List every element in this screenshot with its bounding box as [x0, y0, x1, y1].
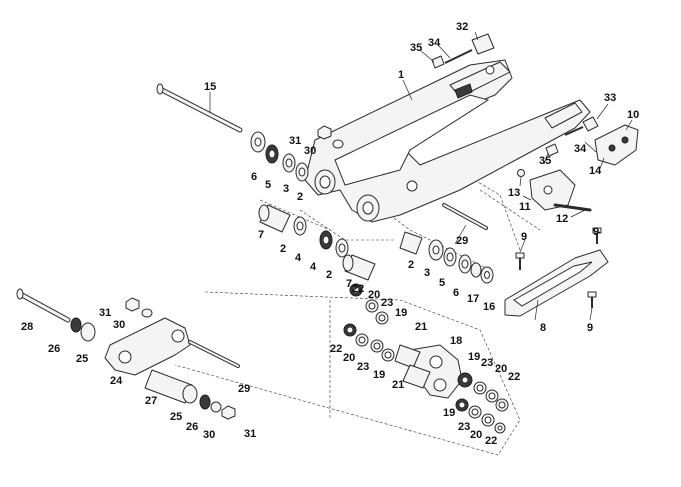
callout-label: 3 [424, 267, 430, 279]
callout-label: 3 [283, 183, 289, 195]
callout-label: 22 [352, 283, 364, 295]
pivot-bearing-stack-right [399, 231, 494, 284]
callout-label: 23 [458, 421, 470, 433]
callout-label: 22 [330, 343, 342, 355]
callout-label: 7 [258, 229, 264, 241]
connecting-rod [104, 317, 191, 376]
callout-label: 19 [468, 351, 480, 363]
linkage-axle-bolt [16, 288, 96, 342]
callout-label: 2 [297, 191, 303, 203]
callout-label: 2 [408, 259, 414, 271]
chain-slider [504, 227, 609, 317]
callout-label: 21 [415, 321, 427, 333]
callout-label: 22 [485, 435, 497, 447]
callout-label: 28 [21, 321, 33, 333]
callout-label: 11 [519, 201, 531, 213]
chain-adjuster-right [545, 116, 639, 166]
callout-label: 14 [589, 165, 602, 177]
relay-arm [394, 344, 463, 399]
linkage-upper-nut-washer [125, 297, 153, 318]
callout-label: 1 [398, 69, 404, 81]
linkage-collar [144, 369, 236, 420]
swingarm [304, 59, 591, 223]
callout-label: 2 [280, 243, 286, 255]
callout-label: 10 [627, 109, 639, 121]
callout-label: 21 [392, 379, 404, 391]
callout-label: 5 [439, 277, 445, 289]
callout-label: 26 [48, 343, 60, 355]
relay-bearings-lower [455, 372, 509, 434]
callout-label: 20 [343, 352, 355, 364]
callout-label: 20 [470, 429, 482, 441]
callout-label: 31 [99, 307, 111, 319]
callout-label: 7 [346, 278, 352, 290]
callout-label: 30 [113, 319, 125, 331]
callout-label: 19 [443, 407, 455, 419]
callout-label: 31 [244, 428, 256, 440]
swingarm-bolt [442, 203, 488, 230]
linkage-nut-upper [317, 125, 344, 149]
callout-label: 4 [295, 252, 302, 264]
callout-label: 26 [186, 421, 198, 433]
linkage-bolt-lower [188, 340, 240, 368]
callout-label: 23 [357, 361, 369, 373]
callout-label: 5 [265, 179, 271, 191]
callout-label: 19 [373, 369, 385, 381]
callout-label: 8 [540, 322, 546, 334]
pivot-axle [156, 83, 243, 133]
callout-label: 9 [593, 226, 599, 238]
callout-label: 23 [381, 297, 393, 309]
callout-label: 30 [203, 429, 215, 441]
callout-label: 20 [368, 289, 380, 301]
chain-adjuster-left [431, 33, 495, 69]
callout-label: 34 [574, 143, 587, 155]
chain-guide-bracket [517, 169, 592, 212]
callout-label: 20 [495, 363, 507, 375]
callout-label: 12 [556, 213, 568, 225]
callout-label: 24 [110, 375, 123, 387]
callout-label: 16 [483, 301, 495, 313]
callout-label: 35 [539, 155, 551, 167]
callout-label: 32 [456, 21, 468, 33]
callout-label: 9 [521, 231, 527, 243]
callout-label: 19 [395, 307, 407, 319]
callout-label: 17 [467, 293, 479, 305]
leader-lines [209, 31, 633, 321]
pivot-collars-left [258, 204, 376, 281]
callout-label: 22 [508, 371, 520, 383]
callout-label: 29 [456, 235, 468, 247]
callout-label: 15 [204, 81, 216, 93]
callout-label: 6 [453, 287, 459, 299]
relay-bearings-upper [343, 283, 395, 362]
callout-labels: 1 2 2 2 2 3 3 4 4 5 5 6 6 7 7 8 9 9 9 10… [21, 21, 639, 447]
callout-label: 31 [289, 135, 301, 147]
callout-label: 30 [304, 145, 316, 157]
callout-label: 2 [326, 269, 332, 281]
callout-label: 29 [238, 383, 250, 395]
callout-label: 35 [410, 42, 422, 54]
pivot-bearing-stack-left [250, 131, 309, 182]
callout-label: 23 [481, 357, 493, 369]
callout-label: 4 [310, 261, 317, 273]
callout-label: 6 [251, 171, 257, 183]
callout-label: 9 [587, 322, 593, 334]
callout-label: 34 [428, 37, 441, 49]
callout-label: 13 [508, 187, 520, 199]
callout-label: 18 [450, 335, 462, 347]
callout-label: 25 [76, 353, 88, 365]
callout-label: 25 [170, 411, 182, 423]
callout-label: 27 [145, 395, 157, 407]
callout-label: 33 [604, 92, 616, 104]
